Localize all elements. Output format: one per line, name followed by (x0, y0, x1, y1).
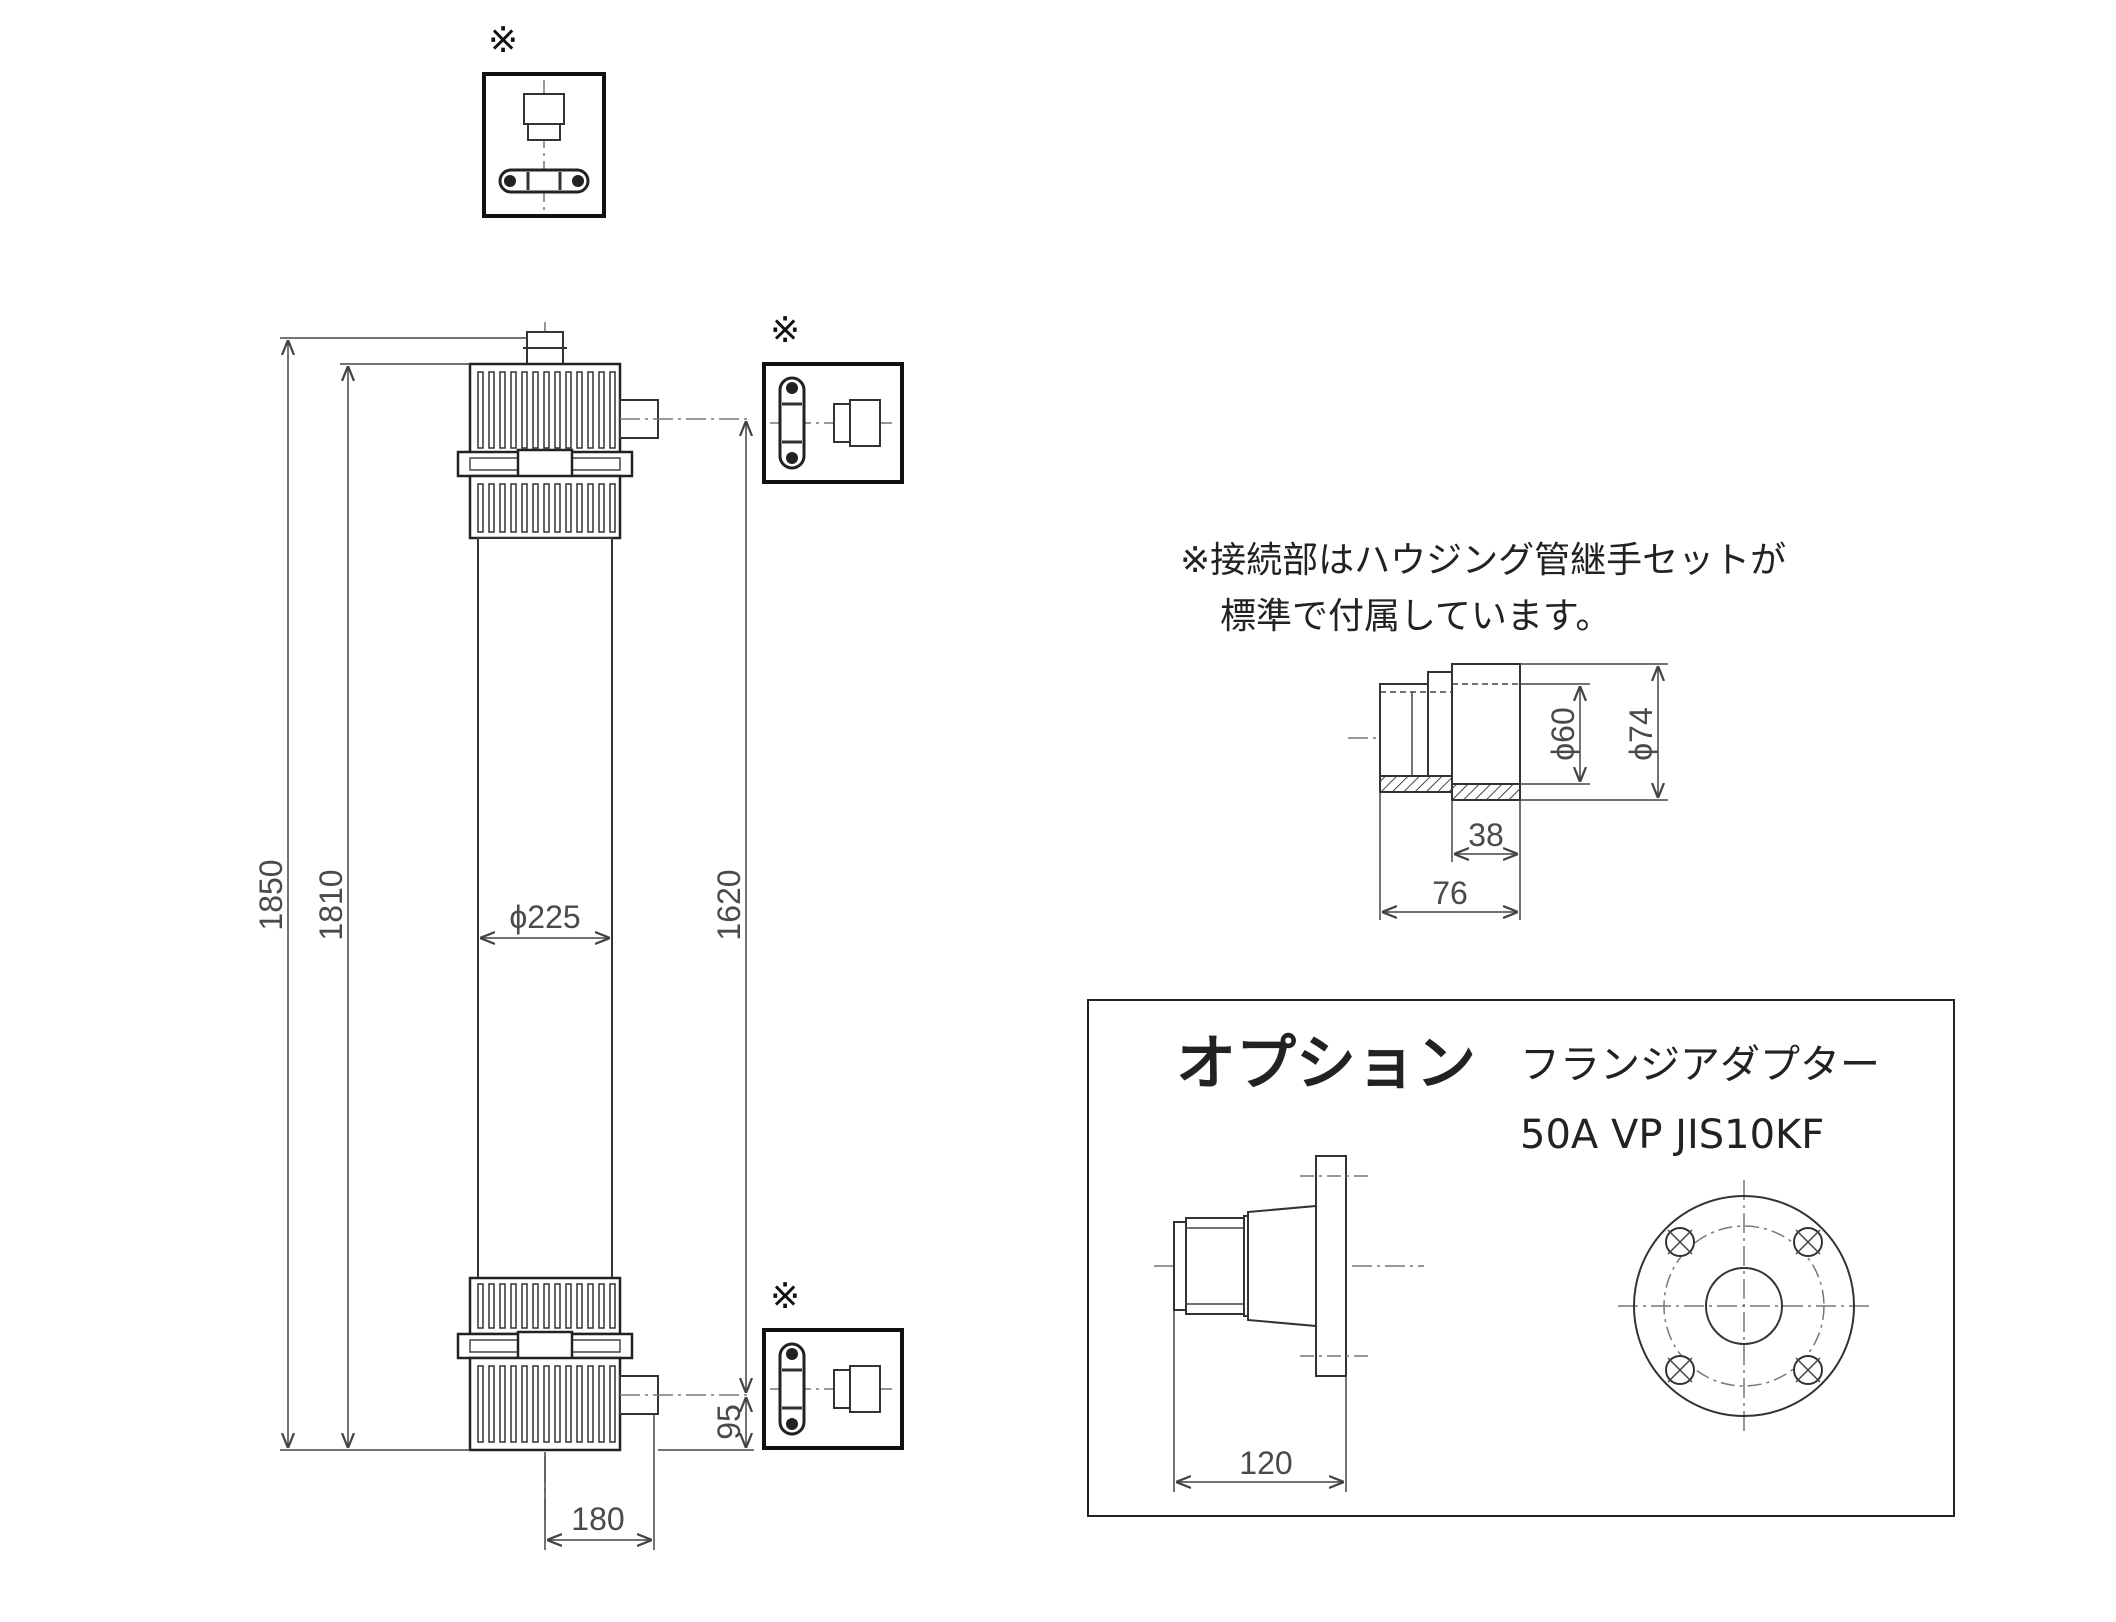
dim-outer-diameter: ϕ74 (1623, 707, 1659, 761)
cap-rib (543, 483, 550, 533)
main-dimensions (280, 337, 754, 1550)
cap-rib (576, 371, 583, 449)
cap-rib (521, 1283, 528, 1329)
cap-rib (488, 1283, 495, 1329)
option-product-name: フランジアダプター (1520, 1042, 1880, 1088)
fitting-section-detail (1348, 663, 1668, 920)
bottom-cap-ribs (477, 1365, 616, 1443)
cap-rib (499, 371, 506, 449)
flange-adapter-front-view (1618, 1180, 1870, 1432)
cap-rib (521, 371, 528, 449)
cap-rib (565, 371, 572, 449)
cap-rib (587, 1365, 594, 1443)
housing-assembly (456, 322, 750, 1520)
dim-diameter: ϕ225 (509, 899, 580, 935)
dim-body-height: 1810 (313, 869, 349, 940)
cap-rib (532, 371, 539, 449)
option-title: オプション (1176, 1029, 1476, 1099)
cap-rib (609, 371, 616, 449)
dim-overall-height: 1850 (253, 859, 289, 930)
cap-rib (609, 1365, 616, 1443)
dim-adapter-length: 120 (1239, 1445, 1292, 1481)
cap-rib (532, 1365, 539, 1443)
reference-mark-lower-port: ※ (770, 1276, 800, 1317)
reference-mark-top: ※ (488, 20, 518, 61)
cap-rib (532, 483, 539, 533)
connector-detail-upper-port (762, 362, 904, 484)
dim-port-width: 180 (571, 1501, 624, 1537)
cap-rib (543, 371, 550, 449)
cap-rib (521, 1365, 528, 1443)
reference-mark-upper-port: ※ (770, 310, 800, 351)
cap-rib (543, 1283, 550, 1329)
cap-rib (598, 1365, 605, 1443)
cap-rib (543, 1365, 550, 1443)
dim-inner-diameter: ϕ60 (1545, 707, 1581, 761)
cap-rib (510, 1283, 517, 1329)
cap-rib (488, 1365, 495, 1443)
cap-rib (565, 1283, 572, 1329)
bolt-hole-cross (1667, 1357, 1693, 1383)
note-line-2: 標準で付属しています。 (1220, 596, 1611, 637)
cap-rib (510, 371, 517, 449)
cap-rib (510, 483, 517, 533)
cap-rib (510, 1365, 517, 1443)
cap-rib (609, 483, 616, 533)
option-product-spec: 50A VP JIS10KF (1520, 1112, 1824, 1158)
bolt-hole-cross (1795, 1357, 1821, 1383)
cap-rib (587, 371, 594, 449)
cap-rib (488, 371, 495, 449)
note-line-1: ※接続部はハウジング管継手セットが (1180, 540, 1786, 581)
cap-rib (477, 483, 484, 533)
cap-rib (499, 483, 506, 533)
cap-rib (576, 1283, 583, 1329)
dim-port-spacing: 1620 (711, 869, 747, 940)
cap-rib (554, 1283, 561, 1329)
cap-rib (587, 483, 594, 533)
bolt-hole-cross (1667, 1229, 1693, 1255)
bottom-upper-cap-ribs (477, 1283, 616, 1329)
top-lower-cap-ribs (477, 483, 616, 533)
cap-rib (554, 483, 561, 533)
cap-rib (521, 483, 528, 533)
cap-rib (587, 1283, 594, 1329)
dim-bottom-port-offset: 95 (711, 1404, 747, 1440)
cap-rib (576, 483, 583, 533)
cap-rib (565, 1365, 572, 1443)
flange-adapter-side-view (1154, 1155, 1424, 1492)
dim-total-length: 76 (1432, 875, 1468, 911)
cap-rib (598, 371, 605, 449)
cap-rib (532, 1283, 539, 1329)
cap-rib (554, 371, 561, 449)
top-cap-ribs (477, 371, 616, 449)
cap-rib (477, 1283, 484, 1329)
cap-rib (554, 1365, 561, 1443)
cap-rib (499, 1283, 506, 1329)
dim-socket-length: 38 (1468, 817, 1504, 853)
cap-rib (576, 1365, 583, 1443)
connector-detail-top (482, 72, 606, 218)
option-panel (1087, 999, 1955, 1517)
bolt-hole-cross (1795, 1229, 1821, 1255)
cap-rib (499, 1365, 506, 1443)
cap-rib (598, 483, 605, 533)
cap-rib (565, 483, 572, 533)
cap-rib (488, 483, 495, 533)
cap-rib (598, 1283, 605, 1329)
cap-rib (609, 1283, 616, 1329)
connector-detail-lower-port (762, 1328, 904, 1450)
cap-rib (477, 1365, 484, 1443)
cap-rib (477, 371, 484, 449)
